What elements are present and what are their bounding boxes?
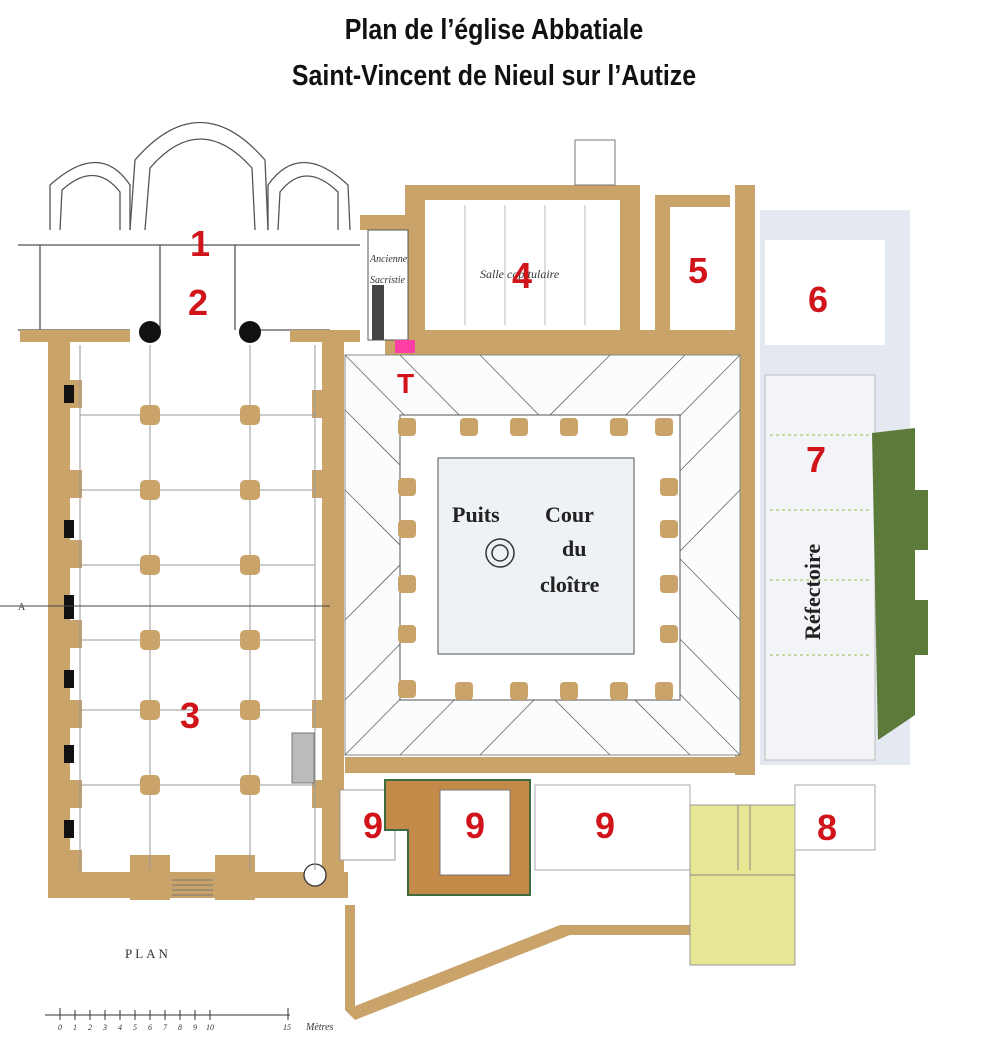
- south-cloister-wall: [345, 757, 745, 773]
- scale-unit: Mètres: [305, 1022, 334, 1033]
- number-6: 6: [808, 279, 828, 320]
- title-line-2: Saint-Vincent de Nieul sur l’Autize: [291, 60, 697, 92]
- svg-text:5: 5: [133, 1023, 137, 1032]
- south-wall-diagonal: [345, 925, 690, 1020]
- facade-steps: [172, 879, 213, 896]
- nave-vaults: [0, 345, 330, 870]
- side-stair: [291, 732, 315, 784]
- chapter-house-floor: [425, 200, 620, 330]
- number-8: 8: [817, 807, 837, 848]
- well: [485, 538, 515, 568]
- number-3: 3: [180, 695, 200, 736]
- chapter-house-lines: [464, 205, 586, 325]
- cloister-garth: [437, 457, 635, 655]
- number-1: 1: [190, 223, 210, 264]
- sacristy-stair: [372, 285, 384, 340]
- chapter-house-label: Salle capitulaire: [480, 267, 560, 281]
- cloister-label-2: du: [562, 536, 586, 561]
- svg-text:3: 3: [102, 1023, 107, 1032]
- svg-text:2: 2: [88, 1023, 92, 1032]
- plan-caption: PLAN: [125, 946, 171, 961]
- number-7: 7: [806, 439, 826, 480]
- sacristy-label-2: Sacristie: [370, 275, 406, 286]
- svg-text:9: 9: [193, 1023, 197, 1032]
- number-9c: 9: [595, 805, 615, 846]
- svg-text:6: 6: [148, 1023, 152, 1032]
- svg-text:15: 15: [283, 1023, 291, 1032]
- svg-text:1: 1: [73, 1023, 77, 1032]
- svg-text:8: 8: [178, 1023, 182, 1032]
- refectory-ribs: [770, 434, 870, 656]
- svg-text:7: 7: [163, 1023, 168, 1032]
- refectory-floor: [764, 374, 876, 761]
- sacristy-label-1: Ancienne: [369, 254, 408, 265]
- number-9a: 9: [363, 805, 383, 846]
- room-9c: [534, 784, 691, 871]
- refectory-wall-green: [872, 428, 928, 740]
- cloister-pillars: [398, 418, 678, 700]
- refectory-label: Réfectoire: [800, 544, 825, 640]
- room-8: [794, 784, 876, 851]
- svg-text:4: 4: [118, 1023, 122, 1032]
- cloister-label-3: cloître: [540, 572, 600, 597]
- number-2: 2: [188, 282, 208, 323]
- yellow-building-lines: [690, 805, 795, 876]
- room-5: [670, 207, 735, 330]
- room-9b: [439, 789, 511, 876]
- south-wall-west: [345, 905, 355, 1010]
- section-axis-label: A: [18, 602, 26, 613]
- svg-text:0: 0: [58, 1023, 62, 1032]
- room-6: [765, 240, 885, 345]
- letter-t: T: [397, 368, 414, 399]
- number-9b: 9: [465, 805, 485, 846]
- title-line-1: Plan de l’église Abbatiale: [344, 14, 644, 46]
- cloister-label-1: Cour: [545, 502, 594, 527]
- number-4: 4: [512, 255, 532, 296]
- nave-pillars: [140, 405, 260, 795]
- west-wall-black: [64, 385, 74, 838]
- well-label: Puits: [452, 502, 500, 527]
- scale-bar: [45, 1008, 290, 1020]
- scale-ticks: 0 1 2 3 4 5 6 7 8 9 10 15: [58, 1023, 291, 1032]
- bell-tower: [574, 139, 616, 186]
- pink-marker: [395, 340, 415, 353]
- crossing-pillars: [139, 321, 261, 343]
- number-5: 5: [688, 250, 708, 291]
- yellow-building: [689, 804, 796, 966]
- svg-text:10: 10: [206, 1023, 214, 1032]
